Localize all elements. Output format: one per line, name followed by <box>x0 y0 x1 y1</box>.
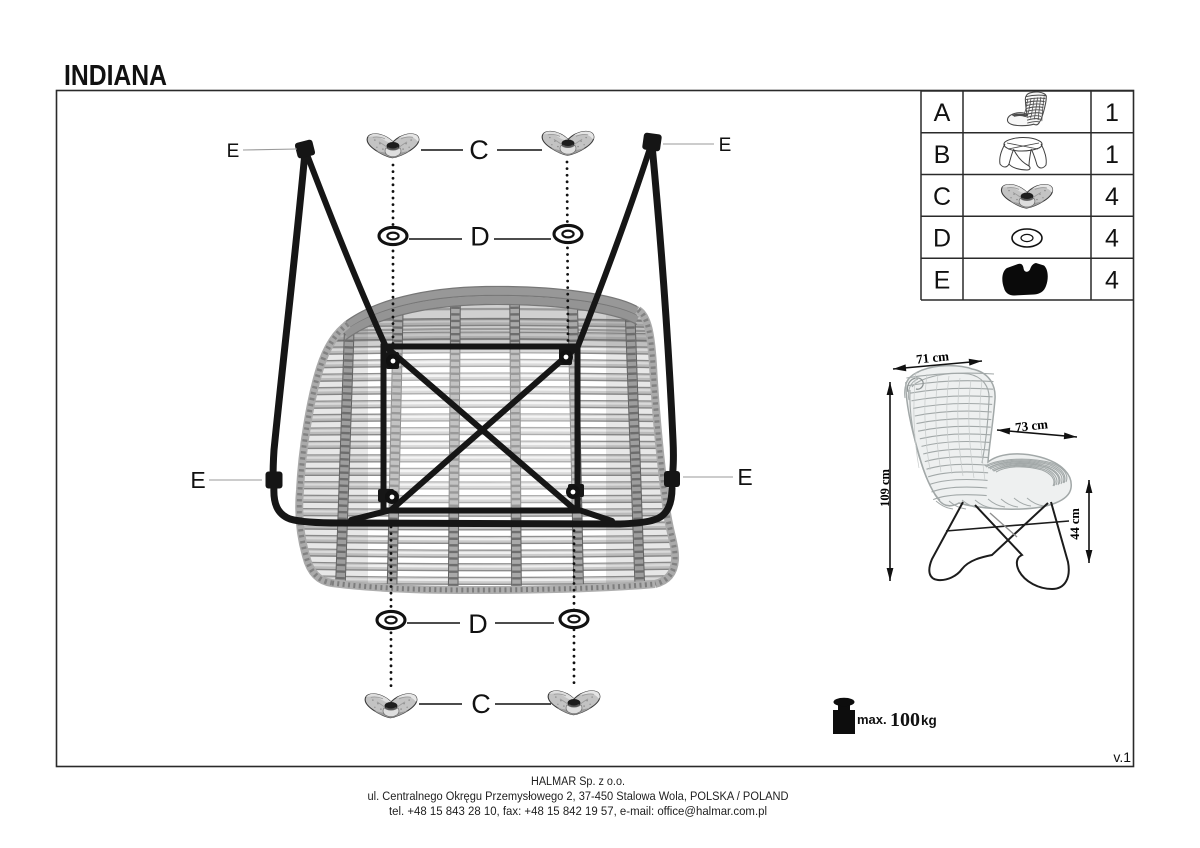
svg-text:A: A <box>934 99 951 127</box>
svg-text:ul. Centralnego Okręgu Przemys: ul. Centralnego Okręgu Przemysłowego 2, … <box>368 789 789 803</box>
svg-text:E: E <box>227 141 240 162</box>
svg-text:4: 4 <box>1105 225 1119 253</box>
svg-text:C: C <box>933 183 951 211</box>
svg-text:D: D <box>468 609 488 639</box>
svg-text:1: 1 <box>1105 141 1119 169</box>
svg-text:100: 100 <box>890 709 920 731</box>
svg-text:v.1: v.1 <box>1113 749 1131 765</box>
svg-text:tel. +48 15 843 28 10, fax: +4: tel. +48 15 843 28 10, fax: +48 15 842 1… <box>389 804 767 818</box>
svg-text:B: B <box>934 141 951 169</box>
svg-text:HALMAR Sp. z o.o.: HALMAR Sp. z o.o. <box>531 774 625 788</box>
svg-text:kg: kg <box>921 713 937 728</box>
svg-text:E: E <box>719 135 732 156</box>
svg-text:D: D <box>470 222 490 252</box>
svg-text:4: 4 <box>1105 267 1119 295</box>
svg-text:73 cm: 73 cm <box>1014 416 1048 434</box>
svg-text:109 cm: 109 cm <box>878 468 892 506</box>
svg-text:E: E <box>737 464 752 490</box>
svg-text:C: C <box>469 135 489 165</box>
svg-text:D: D <box>933 225 951 253</box>
svg-text:44 cm: 44 cm <box>1068 508 1082 540</box>
svg-text:E: E <box>934 267 951 295</box>
svg-text:4: 4 <box>1105 183 1119 211</box>
svg-text:max.: max. <box>857 712 887 727</box>
svg-text:E: E <box>190 467 205 493</box>
svg-text:71 cm: 71 cm <box>915 348 949 366</box>
svg-text:INDIANA: INDIANA <box>64 60 167 92</box>
svg-text:1: 1 <box>1105 99 1119 127</box>
svg-text:C: C <box>471 689 491 719</box>
